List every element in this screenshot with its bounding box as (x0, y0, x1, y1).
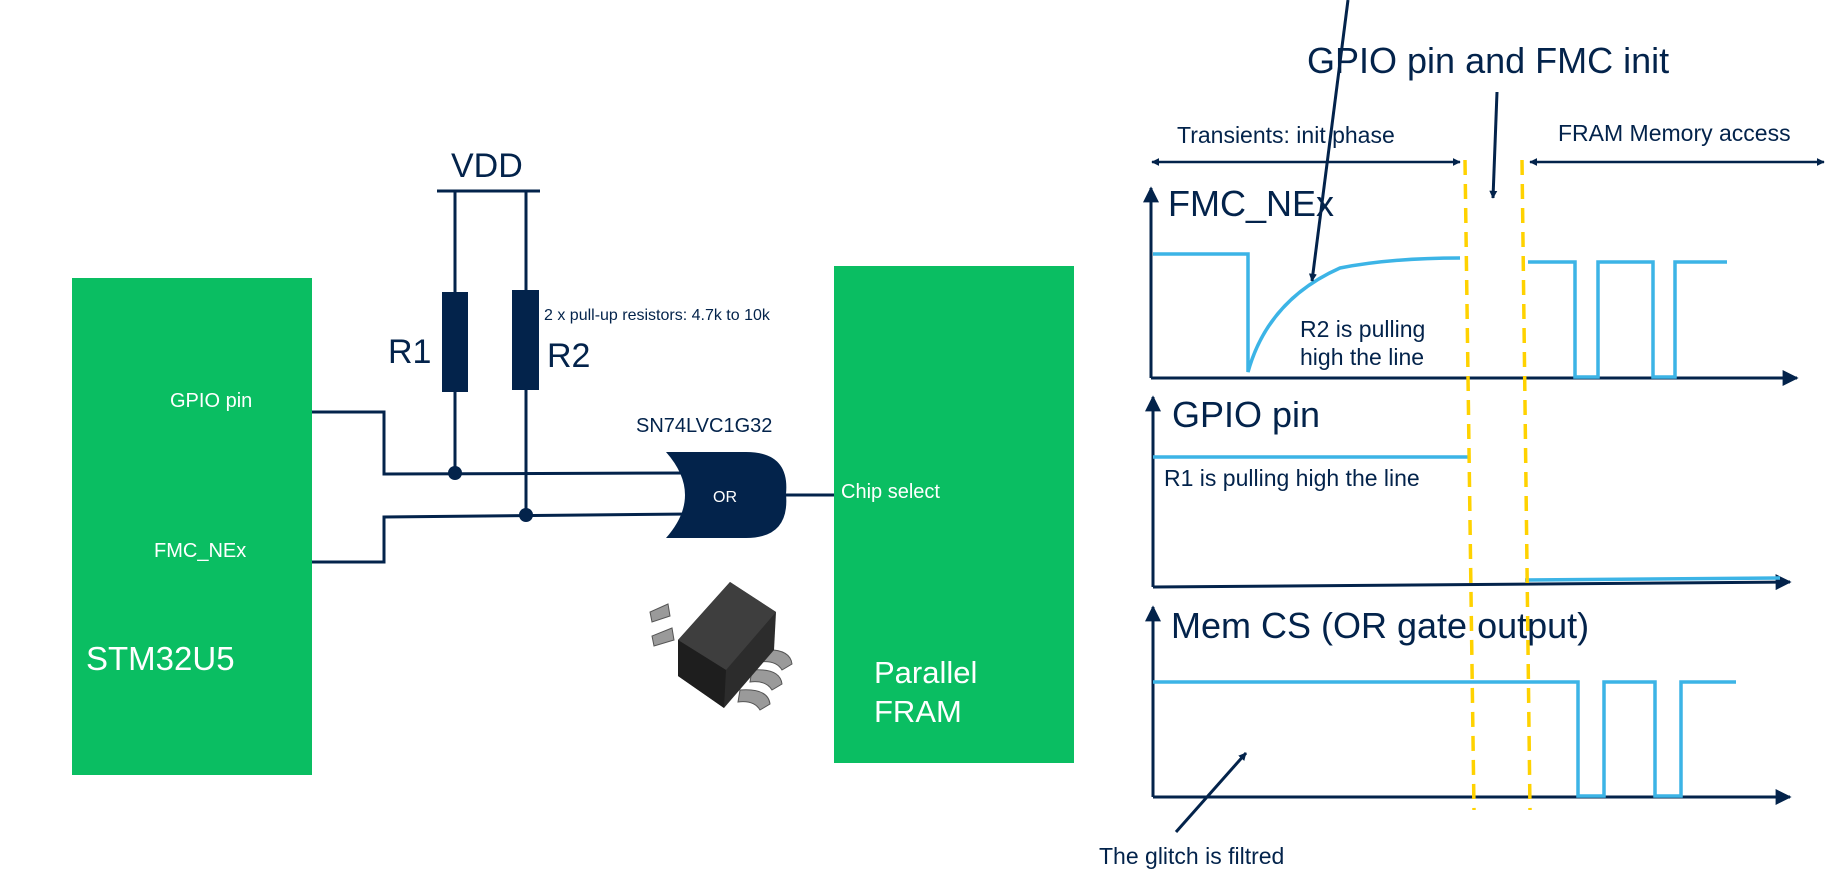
vdd-rail: VDD (437, 147, 540, 193)
r1-body (442, 292, 468, 392)
pull-up-note: 2 x pull-up resistors: 4.7k to 10k (544, 307, 771, 324)
stm32u5-box (72, 278, 312, 775)
r2-body (512, 290, 539, 390)
mem-cs-plot: Mem CS (OR gate output) The glitch is fi… (1099, 605, 1792, 869)
or-gate-label: OR (713, 489, 737, 506)
sot23-package-illustration (649, 582, 793, 711)
fmc-note-arrow (1308, 0, 1350, 282)
or-gate: SN74LVC1G32 OR (636, 415, 834, 538)
fmc-note-line2: high the line (1300, 344, 1424, 370)
fmc-waveform-access (1528, 260, 1727, 379)
gpio-note: R1 is pulling high the line (1164, 465, 1420, 491)
r1-junction-dot (448, 466, 462, 480)
phase-init-label: Transients: init phase (1177, 122, 1395, 148)
r2-resistor: R2 (512, 191, 590, 514)
r2-label: R2 (547, 337, 590, 375)
fmc-signal-label: FMC_NEx (1168, 183, 1334, 224)
fram-box (834, 266, 1074, 763)
gate-part-number: SN74LVC1G32 (636, 415, 772, 437)
glitch-note-arrow (1174, 752, 1248, 833)
cs-signal-label: Mem CS (OR gate output) (1171, 605, 1589, 646)
init-boundary-dash-right (1520, 159, 1532, 811)
fmc-nex-wire (312, 512, 691, 564)
init-boundary-dash-left (1463, 159, 1476, 811)
vdd-label: VDD (451, 147, 523, 185)
gpio-x-axis (1152, 574, 1792, 591)
r2-junction-dot (519, 508, 533, 522)
gpio-waveform-low (1524, 576, 1781, 582)
fram-label-line2: FRAM (874, 694, 962, 729)
chip-select-label: Chip select (841, 481, 940, 503)
mcu-gpio-pin-label: GPIO pin (170, 390, 252, 412)
fmc-note-line1: R2 is pulling (1300, 316, 1425, 342)
r1-resistor: R1 (388, 191, 468, 472)
glitch-note: The glitch is filtred (1099, 843, 1284, 869)
gpio-pin-plot: GPIO pin R1 is pulling high the line (1145, 394, 1792, 591)
init-pointer-arrow (1489, 91, 1499, 199)
fmc-nex-plot: FMC_NEx R2 is pulling high the line (1143, 0, 1799, 386)
r1-label: R1 (388, 333, 431, 371)
gpio-signal-label: GPIO pin (1172, 394, 1320, 435)
schematic: GPIO pin FMC_NEx STM32U5 Chip select Par… (72, 147, 1074, 775)
gpio-wire (312, 410, 691, 476)
stm32u5-block: GPIO pin FMC_NEx STM32U5 (72, 278, 312, 775)
timing-diagram: GPIO pin and FMC init Transients: init p… (1099, 0, 1825, 869)
or-gate-symbol (666, 452, 787, 538)
mcu-fmc-nex-label: FMC_NEx (154, 540, 246, 562)
cs-waveform (1153, 680, 1736, 798)
fram-block: Chip select Parallel FRAM (834, 266, 1074, 763)
timing-title: GPIO pin and FMC init (1307, 40, 1669, 81)
fram-label-line1: Parallel (874, 655, 977, 690)
fmc-waveform-transient (1153, 252, 1461, 373)
mcu-name-label: STM32U5 (86, 640, 235, 677)
phase-access-label: FRAM Memory access (1558, 120, 1791, 146)
